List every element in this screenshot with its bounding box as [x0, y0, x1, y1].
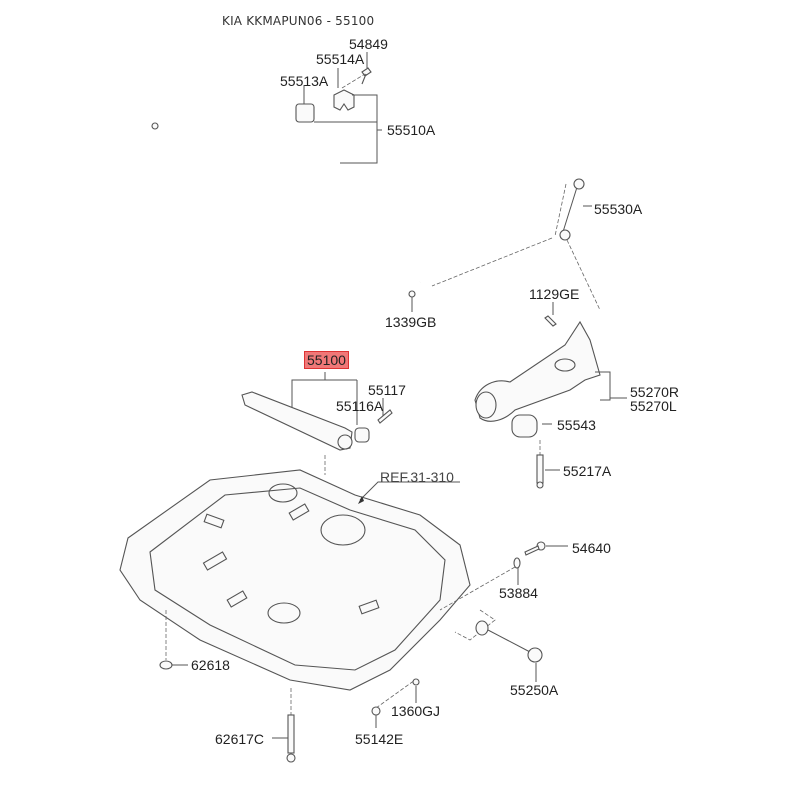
label-55513A[interactable]: 55513A	[280, 73, 329, 89]
label-55530A[interactable]: 55530A	[594, 201, 643, 217]
trailing-arm	[474, 320, 601, 422]
label-53884[interactable]: 53884	[499, 585, 538, 601]
label-1360GJ[interactable]: 1360GJ	[391, 703, 441, 719]
label-1339GB[interactable]: 1339GB	[385, 314, 437, 330]
bushing-55543	[511, 414, 538, 438]
label-55100-highlighted[interactable]: 55100	[304, 351, 349, 369]
label-55142E[interactable]: 55142E	[355, 731, 404, 747]
label-62618[interactable]: 62618	[191, 657, 230, 673]
label-55117[interactable]: 55117	[368, 382, 406, 398]
label-55217A[interactable]: 55217A	[563, 463, 612, 479]
label-55270L[interactable]: 55270L	[630, 398, 677, 414]
fuel-tank	[119, 469, 471, 691]
label-55510A[interactable]: 55510A	[387, 122, 436, 138]
bushing-55513A	[295, 103, 315, 123]
label-ref-31-310[interactable]: REF.31-310	[380, 469, 454, 485]
label-54640[interactable]: 54640	[572, 540, 611, 556]
bracket-55514A	[333, 89, 355, 111]
label-1129GE[interactable]: 1129GE	[529, 286, 580, 302]
diagram-title: KIA KKMAPUN06 - 55100	[222, 14, 375, 28]
label-55250A[interactable]: 55250A	[510, 682, 559, 698]
label-54849[interactable]: 54849	[349, 36, 388, 52]
label-55514A[interactable]: 55514A	[316, 51, 365, 67]
label-55543[interactable]: 55543	[557, 417, 596, 433]
stabilizer-bar	[151, 101, 435, 283]
bolt-54849	[361, 67, 372, 85]
label-55116A[interactable]: 55116A	[336, 398, 384, 414]
bushing-55116A	[354, 427, 370, 443]
label-62617C[interactable]: 62617C	[215, 731, 265, 747]
label-55270R[interactable]: 55270R	[630, 384, 680, 400]
